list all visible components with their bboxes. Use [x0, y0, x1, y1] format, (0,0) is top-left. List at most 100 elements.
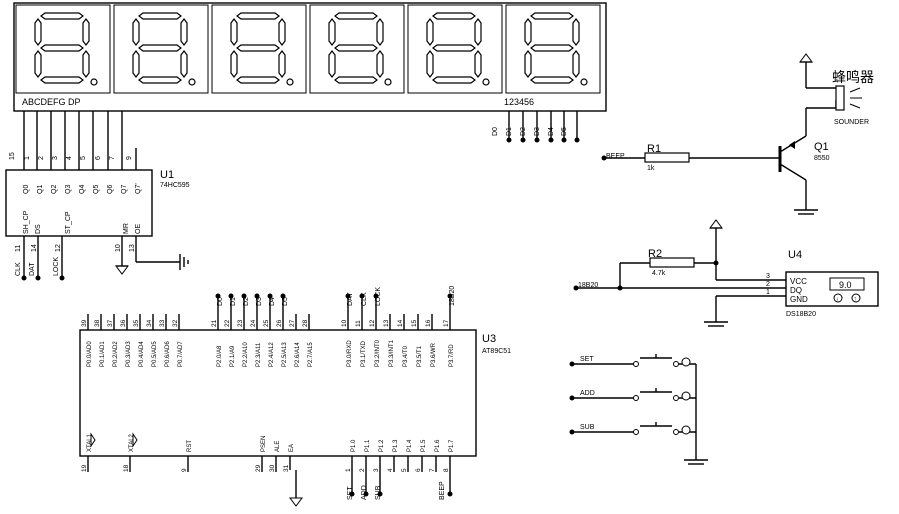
u3-pin-num: 30	[269, 464, 276, 472]
u3-net: DAT	[347, 292, 354, 306]
u3-pin-name: P0.0/AD0	[87, 341, 93, 367]
digit-1	[15, 4, 111, 94]
u3-pin-name: P2.1/A9	[230, 345, 236, 367]
u3-pin-name: P1.0	[351, 439, 357, 452]
q1-ref: Q1	[814, 141, 829, 153]
u4-down-button[interactable]	[833, 293, 843, 303]
u3-pin-num: 3	[373, 468, 380, 472]
u3-pin-name: P0.4/AD4	[139, 341, 145, 367]
u3-pin-num: 16	[425, 319, 432, 327]
u3-pin-num: 10	[341, 319, 348, 327]
u1-pin-num: 14	[31, 244, 38, 252]
u3-pin-name: P1.6	[435, 439, 441, 452]
u4-ref: U4	[788, 249, 802, 261]
digit-label: 123456	[504, 97, 534, 107]
u3-pin-num: 12	[369, 319, 376, 327]
u3-pin-name: ALE	[275, 441, 281, 452]
u4-part: DS18B20	[786, 311, 816, 318]
u3-pin-num: 28	[302, 319, 309, 327]
u4-pin-num: 2	[766, 281, 770, 288]
u3-pin-num: 18	[123, 464, 130, 472]
u3-pin-num: 27	[289, 319, 296, 327]
u3-net: D1	[230, 297, 237, 306]
u3-pin-num: 11	[355, 320, 362, 327]
u1-pin-num: 13	[129, 244, 136, 252]
digit-pin-d3: D3	[534, 127, 541, 136]
u3-pin-num: 8	[443, 468, 450, 472]
digit-2	[113, 4, 209, 94]
u3-pin-name: P2.7/A15	[308, 342, 314, 367]
u3-pin-name: P3.3/INT1	[389, 339, 395, 367]
u1-pin-num: 11	[15, 245, 22, 252]
u1-pin-name: DS	[35, 224, 42, 234]
u3-pin-num: 13	[383, 319, 390, 327]
u1-pin-name: Q1	[37, 185, 44, 194]
u3-pin-num: 36	[120, 319, 127, 327]
u3-pin-num: 1	[345, 468, 352, 472]
u3-pin-name: XTAL2	[129, 433, 135, 452]
digit-6	[505, 4, 601, 94]
u1-pin-num: 1	[24, 156, 31, 160]
button-sub[interactable]: SUB	[569, 422, 697, 435]
u3-pin-num: 14	[397, 319, 404, 327]
digit-pin-d0: D0	[492, 127, 499, 136]
u3-ref: U3	[482, 333, 496, 345]
u4-net-label: 18B20	[578, 282, 598, 289]
button-label: SUB	[580, 424, 595, 431]
button-set[interactable]: SET	[569, 354, 697, 367]
u3-pin-num: 39	[81, 319, 88, 327]
u4-up-button[interactable]	[851, 293, 861, 303]
segment-label: ABCDEFG DP	[22, 97, 81, 107]
buzzer-label: SOUNDER	[834, 119, 869, 126]
u3-net: D0	[217, 297, 224, 306]
u1-pin-name: Q6	[107, 185, 114, 194]
u3-net: D5	[282, 297, 289, 306]
button-add[interactable]: ADD	[569, 388, 697, 401]
svg-text:↑: ↑	[854, 297, 857, 303]
beep-driver: BEEP R1 1k Q1 8550 蜂鸣器 SOUNDER	[601, 53, 874, 215]
u3-net-beep: BEEP	[439, 481, 446, 500]
u3-pin-name: P3.1/TXD	[361, 340, 367, 367]
u3-pin-name: P1.3	[393, 439, 399, 452]
u3-pin-num: 38	[94, 319, 101, 327]
u4-pin-gnd: GND	[790, 295, 808, 304]
u1-pin-num: 2	[38, 156, 45, 160]
digit-pin-d5: D5	[561, 127, 568, 136]
u4-reading: 9.0	[839, 280, 852, 290]
digit-4	[309, 4, 405, 94]
button-label: SET	[580, 356, 594, 363]
u3-pin-name: P3.2/INT0	[375, 339, 381, 367]
u1-pin-num: 15	[9, 152, 16, 160]
u3-net-add: ADD	[361, 485, 368, 500]
u3-pin-name: P3.5/T1	[417, 345, 423, 367]
u3-pin-num: 32	[172, 319, 179, 327]
u3-net: D4	[269, 297, 276, 306]
u1-pin-name: SH_CP	[23, 210, 30, 234]
u1-part: 74HC595	[160, 182, 190, 189]
r1-value: 1k	[647, 165, 655, 172]
u3-net: D2	[243, 297, 250, 306]
svg-text:↓: ↓	[836, 297, 839, 303]
segment-wires	[23, 111, 123, 170]
button-label: ADD	[580, 390, 595, 397]
seven-segment-display: ABCDEFG DP 123456	[13, 2, 607, 112]
r2-ref: R2	[648, 248, 662, 260]
u3-pin-name: PSEN	[261, 436, 267, 452]
u1-74hc595: U1 74HC595 15 1 2 3 4 5 6 7 9 Q0 Q1 Q2 Q…	[5, 148, 190, 281]
u3-part: AT89C51	[482, 348, 511, 355]
u3-net: D3	[256, 297, 263, 306]
u3-pin-name: P2.0/A8	[217, 345, 223, 367]
u3-pin-num: 25	[263, 319, 270, 327]
u3-pin-num: 19	[81, 464, 88, 472]
u3-pin-num: 7	[429, 468, 436, 472]
u3-pin-num: 4	[387, 468, 394, 472]
u3-pin-num: 34	[146, 319, 153, 327]
u3-pin-name: P1.2	[379, 439, 385, 452]
u3-net: CLK	[361, 292, 368, 306]
u1-pin-num: 4	[66, 156, 73, 160]
u4-pin-num: 1	[766, 289, 770, 296]
digit-5	[407, 4, 503, 94]
u3-net-sub: SUB	[375, 485, 382, 500]
u1-pin-name: Q4	[79, 185, 86, 194]
